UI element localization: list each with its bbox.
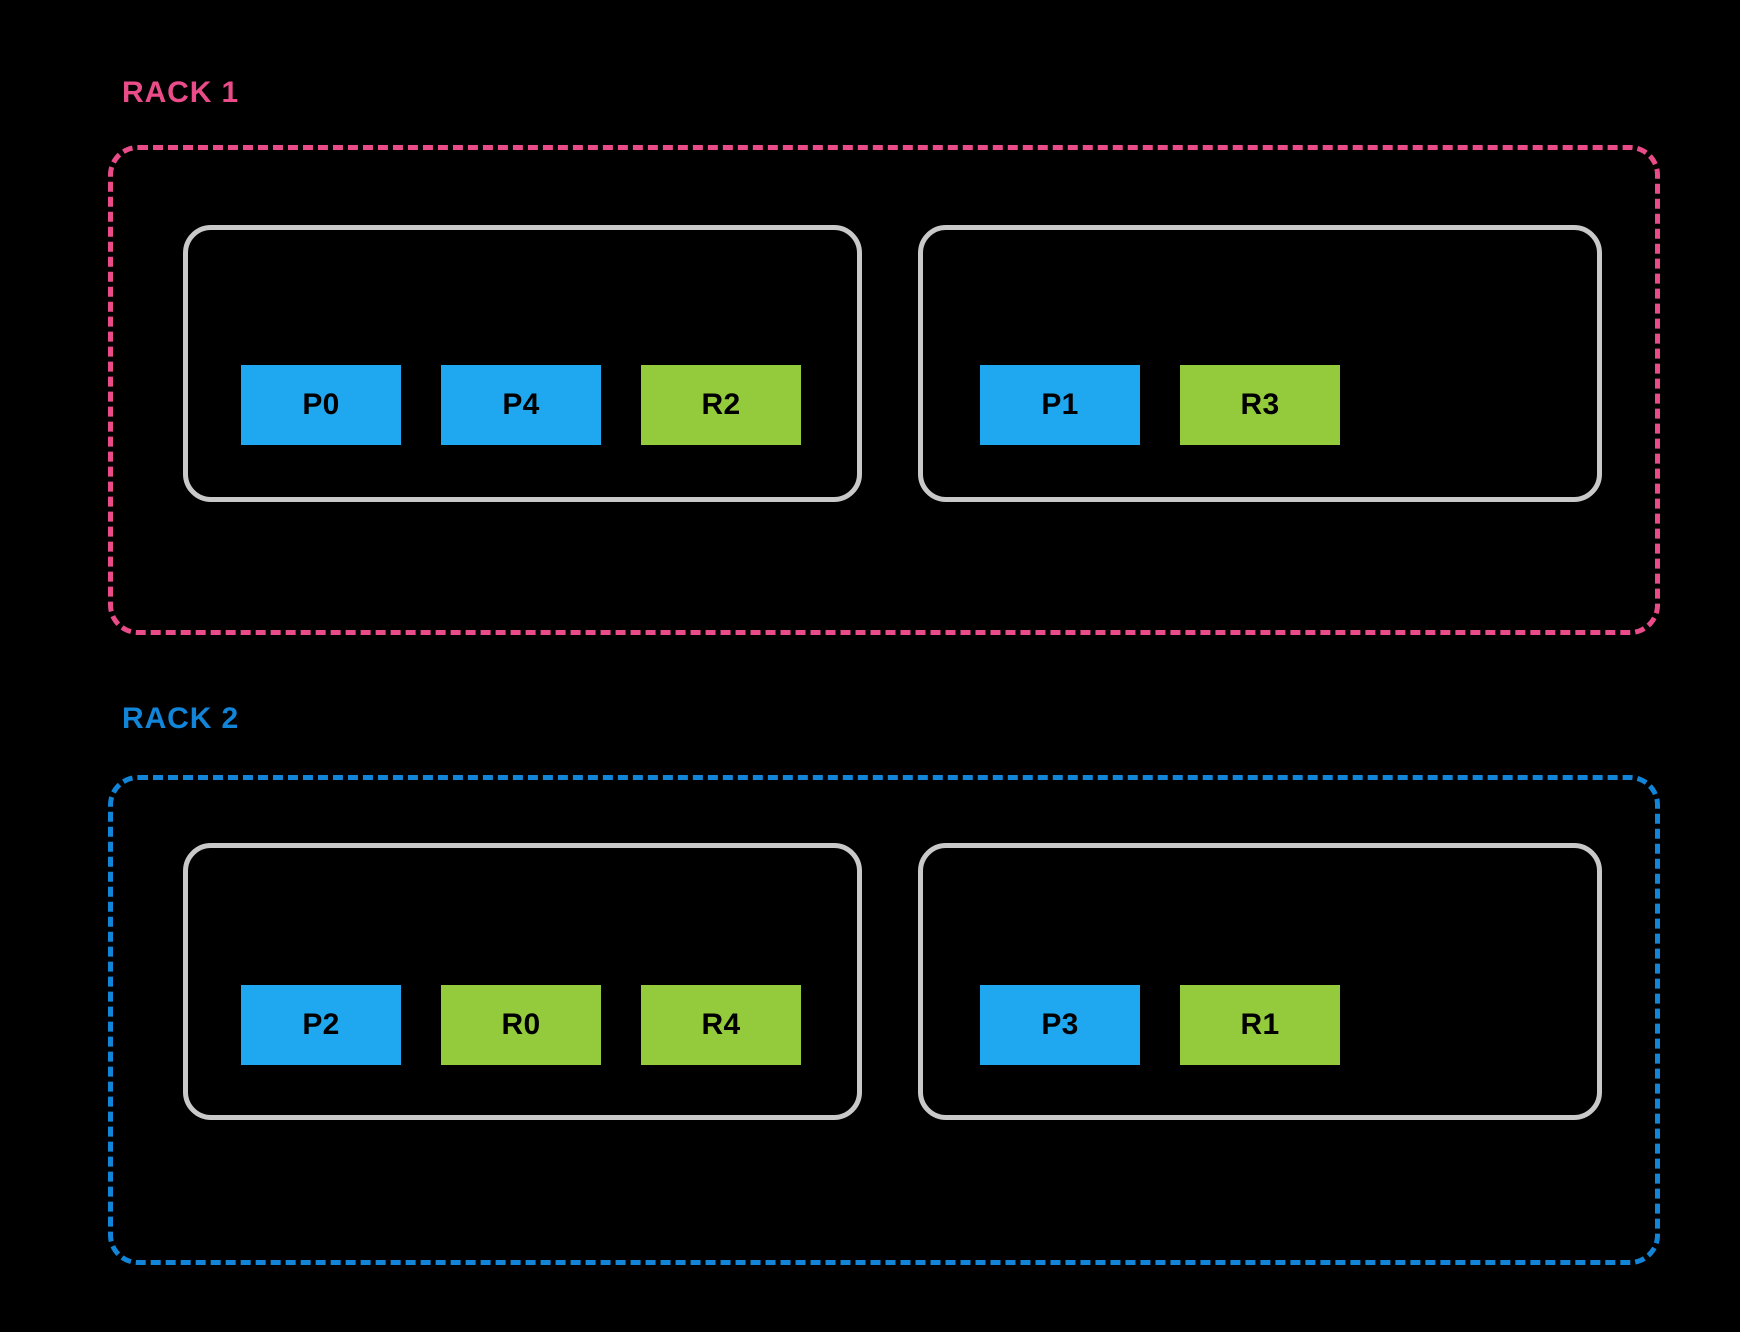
chip-r0[interactable]: R0: [441, 985, 601, 1065]
chip-r4-label: R4: [701, 1008, 741, 1041]
chip-r4[interactable]: R4: [641, 985, 801, 1065]
chip-r1[interactable]: R1: [1180, 985, 1340, 1065]
chip-p2-label: P2: [302, 1008, 340, 1041]
rack2-node-right[interactable]: [918, 843, 1602, 1120]
chip-r1-label: R1: [1240, 1008, 1280, 1041]
chip-p1-label: P1: [1041, 388, 1079, 421]
chip-p1[interactable]: P1: [980, 365, 1140, 445]
chip-p3-label: P3: [1041, 1008, 1079, 1041]
chip-p0-label: P0: [302, 388, 340, 421]
chip-p3[interactable]: P3: [980, 985, 1140, 1065]
rack-1-boundary: [108, 145, 1660, 635]
chip-p2[interactable]: P2: [241, 985, 401, 1065]
rack-2-label: RACK 2: [122, 702, 240, 735]
rack2-node-left[interactable]: [183, 843, 862, 1120]
chip-p0[interactable]: P0: [241, 365, 401, 445]
rack-2-boundary: [108, 775, 1660, 1265]
chip-r3-label: R3: [1240, 388, 1280, 421]
chip-p4[interactable]: P4: [441, 365, 601, 445]
rack1-node-right[interactable]: [918, 225, 1602, 502]
chip-p4-label: P4: [502, 388, 540, 421]
chip-r0-label: R0: [501, 1008, 541, 1041]
chip-r2[interactable]: R2: [641, 365, 801, 445]
rack-1-label: RACK 1: [122, 76, 240, 109]
chip-r2-label: R2: [701, 388, 741, 421]
rack1-node-left[interactable]: [183, 225, 862, 502]
chip-r3[interactable]: R3: [1180, 365, 1340, 445]
